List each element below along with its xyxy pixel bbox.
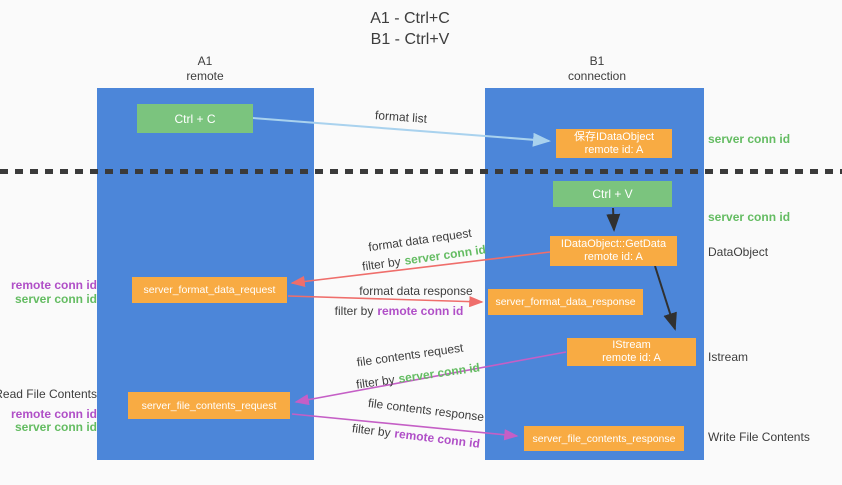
read-file-contents-annotation: Read File Contents (0, 387, 97, 401)
istream-line2: remote id: A (602, 352, 661, 364)
server-conn-id-text: server conn id (397, 360, 481, 386)
remote-conn-id-text: remote conn id (393, 426, 481, 451)
server-conn-id-annotation-file: server conn id (14, 420, 97, 434)
remote-conn-id-annotation-format: remote conn id (10, 278, 97, 292)
lifeline-header-b1: B1 connection (537, 54, 657, 84)
server-conn-id-annotation-format: server conn id (14, 292, 97, 306)
server-file-contents-request-box: server_file_contents_request (128, 392, 290, 419)
server-conn-id-annotation-top: server conn id (708, 132, 791, 146)
filter-by-text: filter by (355, 372, 396, 392)
server-file-contents-response-box: server_file_contents_response (524, 426, 684, 451)
write-file-contents-annotation: Write File Contents (708, 430, 810, 444)
format-list-label: format list (374, 108, 428, 126)
server-file-contents-response-label: server_file_contents_response (532, 432, 676, 445)
save-dataobject-line2: remote id: A (584, 143, 644, 156)
server-format-data-response-box: server_format_data_response (488, 289, 643, 315)
remote-conn-id-annotation-file: remote conn id (10, 407, 97, 421)
title-line-a1: A1 - Ctrl+C (370, 10, 450, 27)
lifeline-a1-name: A1 (197, 54, 213, 68)
format-data-response-label: format data response (359, 284, 473, 298)
server-file-contents-request-label: server_file_contents_request (141, 399, 277, 412)
save-dataobject-box: 保存IDataObject remote id: A (556, 129, 672, 158)
server-format-data-request-label: server_format_data_request (143, 284, 276, 296)
getdata-line2: remote id: A (584, 251, 643, 263)
istream-box: IStream remote id: A (567, 338, 696, 366)
filter-by-text: filter by (361, 254, 402, 274)
istream-line1: IStream (612, 339, 651, 351)
dataobject-annotation: DataObject (708, 245, 769, 259)
ctrl-c-box: Ctrl + C (137, 104, 253, 133)
remote-conn-id-text: remote conn id (377, 304, 464, 318)
lifeline-b1-name: B1 (589, 54, 605, 68)
ctrl-v-box: Ctrl + V (553, 181, 672, 207)
ctrl-c-label: Ctrl + C (174, 111, 216, 126)
filter-by-text: filter by (334, 304, 374, 318)
getdata-box: IDataObject::GetData remote id: A (550, 236, 677, 266)
lifeline-header-a1: A1 remote (145, 54, 265, 84)
diagram-title: A1 - Ctrl+C B1 - Ctrl+V (300, 8, 520, 50)
save-dataobject-line1: 保存IDataObject (573, 130, 655, 143)
filter-by-text: filter by (351, 421, 392, 440)
phase-separator-dotted-line (0, 169, 842, 174)
server-conn-id-annotation-mid: server conn id (708, 210, 791, 224)
ctrl-v-label: Ctrl + V (592, 187, 633, 201)
lifeline-a1-role: remote (186, 69, 224, 83)
title-line-b1: B1 - Ctrl+V (370, 31, 450, 48)
getdata-line1: IDataObject::GetData (560, 238, 667, 250)
istream-annotation: Istream (708, 350, 749, 364)
server-format-data-response-label: server_format_data_response (495, 296, 636, 308)
file-contents-response-label: file contents response (367, 395, 485, 425)
server-format-data-request-box: server_format_data_request (132, 277, 287, 303)
lifeline-b1-role: connection (567, 69, 627, 83)
